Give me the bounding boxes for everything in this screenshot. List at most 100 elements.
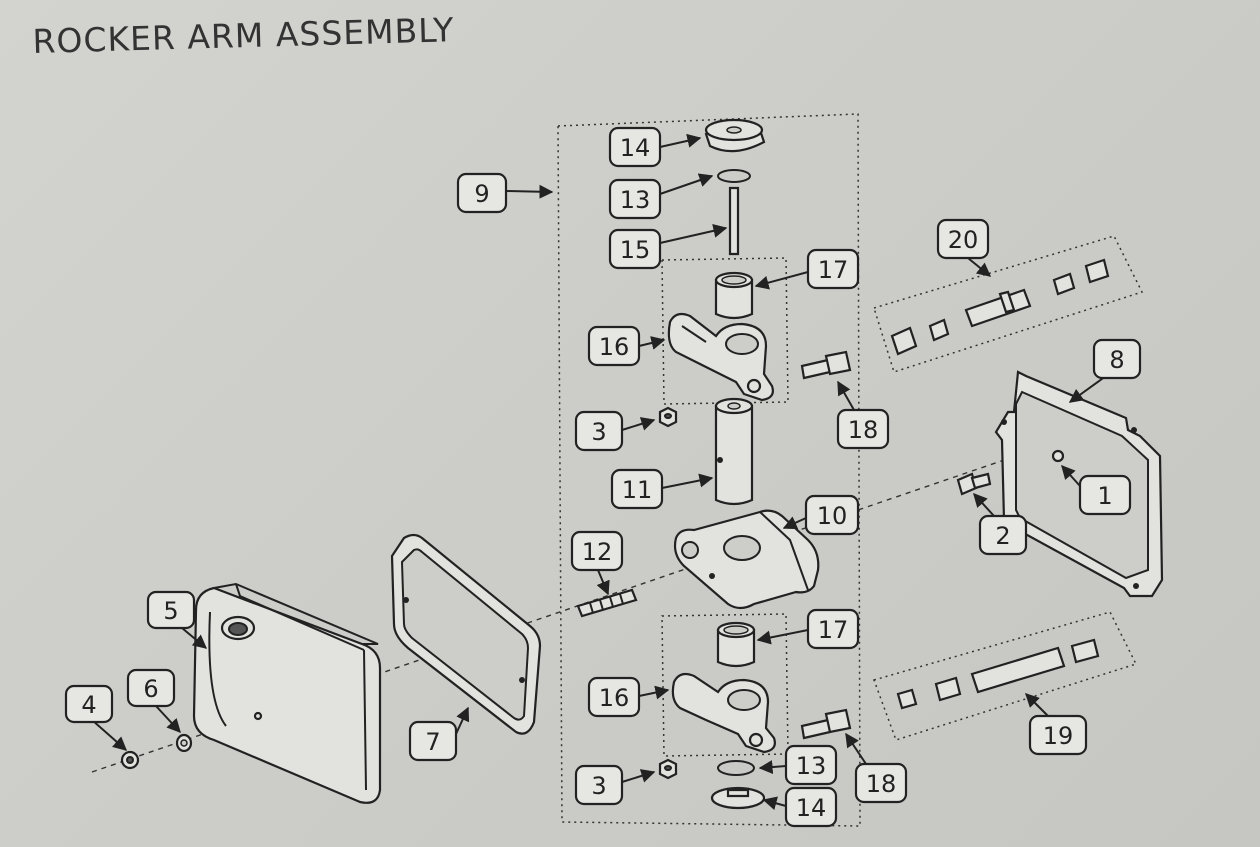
leader-3-upper	[621, 417, 656, 431]
svg-text:13: 13	[620, 186, 651, 214]
svg-text:18: 18	[866, 770, 897, 798]
leader-11	[661, 473, 714, 489]
callout-14-upper: 14	[608, 126, 662, 168]
callout-2: 2	[978, 514, 1028, 556]
leader-15	[659, 223, 728, 244]
svg-text:14: 14	[620, 134, 651, 162]
leader-18-lower	[845, 732, 867, 765]
callout-17-lower: 17	[806, 608, 860, 650]
adjusting-screw-lower	[800, 708, 852, 740]
callout-9: 9	[456, 172, 508, 214]
leader-7	[455, 706, 470, 735]
svg-text:14: 14	[796, 794, 827, 822]
kit-20-boundary	[873, 235, 1144, 373]
rocker-arm-lower	[671, 672, 776, 754]
svg-text:17: 17	[818, 256, 849, 284]
o-ring-upper	[717, 169, 751, 183]
leader-13-upper	[659, 173, 714, 195]
leader-13-lower	[758, 760, 787, 775]
leader-14-lower	[762, 796, 787, 811]
svg-text:19: 19	[1043, 722, 1074, 750]
svg-text:6: 6	[143, 675, 158, 703]
rocker-shaft	[714, 397, 754, 506]
callout-8: 8	[1092, 338, 1142, 380]
callout-7: 7	[408, 720, 458, 762]
callout-14-lower: 14	[784, 786, 838, 828]
leader-10	[782, 516, 807, 530]
cover-washer	[175, 733, 193, 753]
bushing-upper	[714, 271, 754, 320]
adjusting-screw-upper	[800, 350, 852, 380]
mounting-stud	[576, 588, 638, 618]
svg-text:16: 16	[599, 684, 630, 712]
callout-20: 20	[936, 218, 990, 260]
callout-16-lower: 16	[587, 676, 641, 718]
callout-10: 10	[804, 494, 860, 536]
svg-text:5: 5	[163, 597, 178, 625]
valve-cover	[192, 582, 382, 804]
svg-text:1: 1	[1097, 482, 1112, 510]
callout-18-upper: 18	[836, 408, 890, 450]
spring-cap-lower	[710, 786, 766, 810]
pushrod	[728, 186, 740, 256]
leader-14-upper	[659, 133, 702, 148]
svg-text:7: 7	[425, 728, 440, 756]
leader-5	[181, 627, 208, 649]
svg-text:17: 17	[818, 616, 849, 644]
leader-12	[596, 569, 610, 596]
callout-4: 4	[64, 684, 114, 724]
svg-text:12: 12	[582, 538, 613, 566]
callout-12: 12	[570, 530, 624, 572]
callout-6: 6	[126, 668, 176, 708]
leader-1	[1061, 464, 1081, 487]
callout-18-lower: 18	[854, 762, 908, 804]
kit-20-parts	[890, 258, 1110, 356]
leader-8	[1068, 375, 1107, 403]
svg-text:8: 8	[1109, 346, 1124, 374]
leader-9	[505, 184, 554, 199]
svg-text:10: 10	[817, 502, 848, 530]
callout-19: 19	[1028, 714, 1088, 756]
svg-text:16: 16	[599, 333, 630, 361]
svg-text:15: 15	[620, 236, 651, 264]
callout-1: 1	[1078, 474, 1132, 516]
svg-text:18: 18	[848, 416, 879, 444]
svg-text:13: 13	[796, 752, 827, 780]
callout-13-upper: 13	[608, 178, 662, 220]
svg-text:3: 3	[591, 418, 606, 446]
cover-gasket	[390, 533, 542, 735]
leader-6	[155, 705, 181, 734]
assembly-9-boundary	[557, 113, 861, 827]
leader-16-upper	[638, 336, 666, 350]
callout-16-upper: 16	[587, 325, 641, 367]
rocker-bracket	[673, 509, 820, 610]
rocker-arm-upper	[667, 312, 774, 402]
nut-lower	[658, 758, 678, 780]
cover-nut	[120, 750, 140, 770]
leader-20	[967, 257, 992, 277]
callout-17-upper: 17	[806, 248, 860, 290]
callout-13-lower: 13	[784, 744, 838, 786]
kit-19-boundary	[873, 611, 1138, 741]
svg-text:2: 2	[995, 522, 1010, 550]
callout-3-upper: 3	[574, 410, 624, 452]
callout-3-lower: 3	[574, 764, 624, 806]
callout-5: 5	[146, 590, 196, 630]
svg-text:3: 3	[591, 772, 606, 800]
spring-cap-upper	[704, 118, 766, 153]
bushing-lower	[716, 621, 756, 668]
callout-11: 11	[610, 468, 664, 510]
svg-text:11: 11	[622, 476, 653, 504]
svg-text:4: 4	[81, 691, 96, 719]
nut-upper	[658, 406, 678, 428]
callout-15: 15	[608, 228, 662, 270]
svg-text:20: 20	[948, 226, 979, 254]
o-ring-lower	[717, 760, 755, 776]
leader-3-lower	[621, 769, 656, 783]
plate-screw	[956, 472, 992, 496]
leader-17-lower	[756, 629, 809, 645]
kit-19-parts	[896, 638, 1100, 710]
leader-2	[973, 492, 995, 517]
svg-text:9: 9	[474, 180, 489, 208]
